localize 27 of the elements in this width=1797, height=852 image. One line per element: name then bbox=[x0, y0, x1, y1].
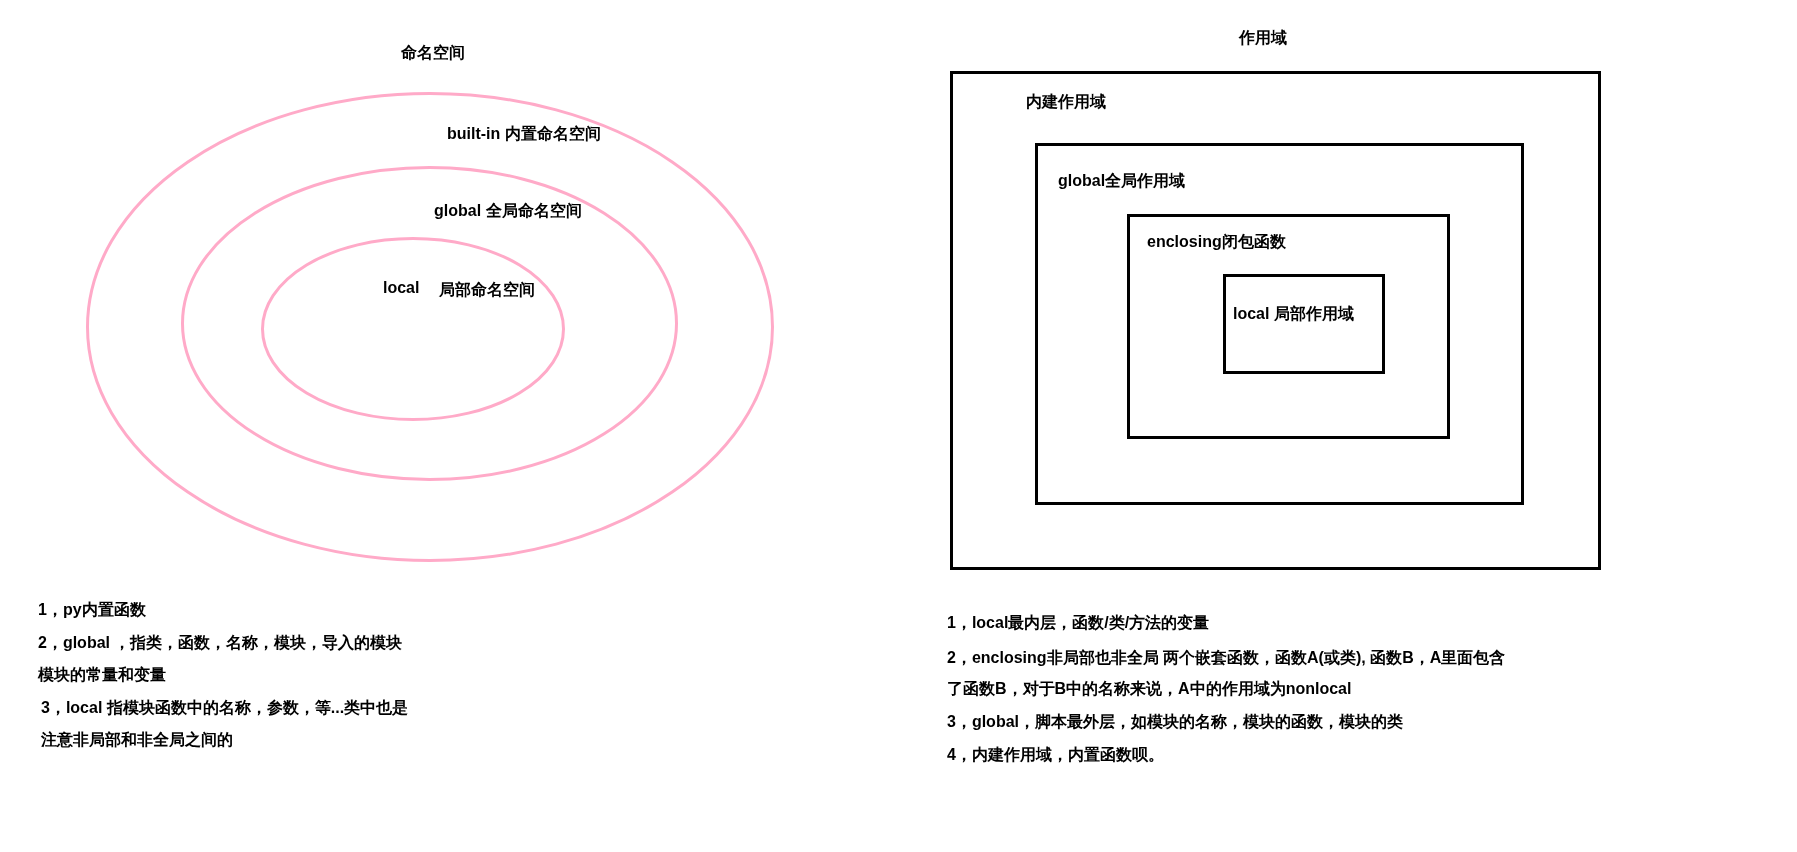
note-line: 了函数B，对于B中的名称来说，A中的作用域为nonlocal bbox=[947, 679, 1352, 699]
scope-box bbox=[950, 71, 1601, 570]
note-line: 2，enclosing非局部也非全局 两个嵌套函数，函数A(或类), 函数B，A里面包含 bbox=[947, 648, 1506, 668]
scope-box bbox=[1127, 214, 1450, 439]
note-line: 注意非局部和非全局之间的 bbox=[41, 730, 233, 750]
note-line: 1，local最内层，函数/类/方法的变量 bbox=[947, 613, 1210, 633]
note-line: 2，global ，指类，函数，名称，模块，导入的模块 bbox=[38, 633, 403, 653]
scope-box bbox=[1223, 274, 1385, 374]
ellipse bbox=[181, 166, 678, 481]
box-label: 内建作用域 bbox=[1026, 92, 1106, 112]
ellipse-label: 局部命名空间 bbox=[439, 280, 535, 300]
box-label: local 局部作用域 bbox=[1233, 304, 1354, 324]
heading: 作用域 bbox=[1239, 28, 1287, 48]
ellipse bbox=[261, 237, 565, 421]
note-line: 1，py内置函数 bbox=[38, 600, 146, 620]
note-line: 模块的常量和变量 bbox=[38, 665, 166, 685]
scope-box bbox=[1035, 143, 1524, 505]
ellipse bbox=[86, 92, 774, 562]
note-line: 3，global，脚本最外层，如模块的名称，模块的函数，模块的类 bbox=[947, 712, 1403, 732]
ellipse-label: global 全局命名空间 bbox=[434, 201, 582, 221]
ellipse-label: built-in 内置命名空间 bbox=[447, 124, 601, 144]
note-line: 4，内建作用域，内置函数呗。 bbox=[947, 745, 1164, 765]
ellipse-label: local bbox=[383, 278, 420, 298]
heading: 命名空间 bbox=[401, 43, 465, 63]
note-line: 3，local 指模块函数中的名称，参数，等...类中也是 bbox=[41, 698, 409, 718]
box-label: global全局作用域 bbox=[1058, 171, 1186, 191]
box-label: enclosing闭包函数 bbox=[1147, 232, 1286, 252]
